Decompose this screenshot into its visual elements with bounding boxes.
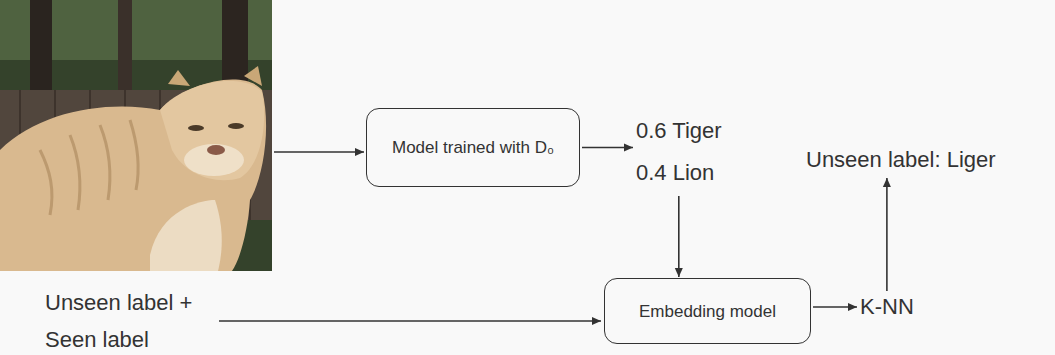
flow-arrow: [678, 196, 680, 277]
output-scores: 0.6 Tiger0.4 Lion: [636, 110, 722, 194]
process-box: Model trained with D₀: [366, 108, 580, 187]
process-box: Embedding model: [604, 278, 811, 344]
node-text: 0.6 Tiger: [636, 110, 722, 152]
input-labels: Unseen label + Seen label: [45, 284, 217, 355]
liger-photo: [0, 0, 272, 271]
node-text: Unseen label: Liger: [806, 146, 996, 174]
method-label: K-NN: [860, 293, 914, 321]
node-text: Unseen label + Seen label: [45, 284, 217, 355]
flow-arrow: [219, 320, 601, 322]
flow-arrow: [582, 147, 633, 149]
node-text: K-NN: [860, 293, 914, 321]
result-label: Unseen label: Liger: [806, 146, 996, 174]
box-label: Embedding model: [639, 301, 776, 322]
image-arrow: [274, 151, 364, 153]
node-text: 0.4 Lion: [636, 152, 722, 194]
box-label: Model trained with D₀: [392, 137, 554, 158]
flow-arrow: [813, 306, 857, 308]
flow-arrow: [886, 178, 888, 291]
